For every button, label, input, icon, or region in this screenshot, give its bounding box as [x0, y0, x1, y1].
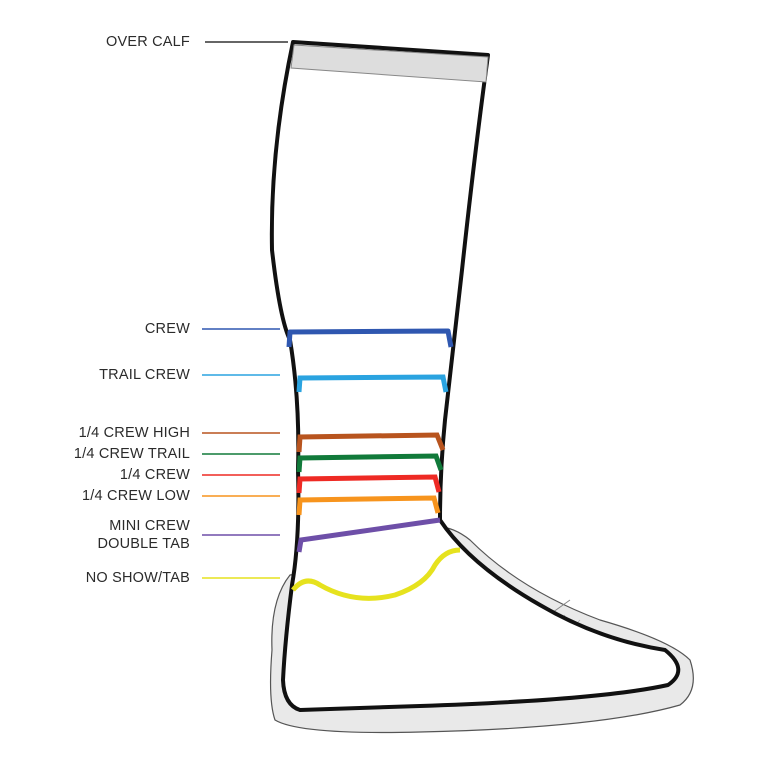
label-mini-crew-double-tab: MINI CREW DOUBLE TAB	[97, 517, 190, 553]
label-text: 1/4 CREW	[119, 467, 190, 483]
label-crew: CREW	[145, 320, 190, 338]
band-no-show	[291, 547, 461, 601]
band-quarter-crew-low	[296, 495, 441, 516]
label-text: 1/4 CREW HIGH	[78, 425, 190, 441]
label-quarter-crew: 1/4 CREW	[120, 466, 190, 484]
label-text: OVER CALF	[106, 34, 190, 50]
band-quarter-crew	[296, 474, 442, 494]
label-text: DOUBLE TAB	[97, 536, 190, 552]
band-quarter-crew-trail	[296, 453, 444, 473]
label-no-show-tab: NO SHOW/TAB	[86, 569, 190, 587]
label-over-calf: OVER CALF	[106, 33, 190, 51]
label-quarter-crew-trail: 1/4 CREW TRAIL	[74, 445, 190, 463]
label-text: NO SHOW/TAB	[85, 570, 190, 586]
label-text: 1/4 CREW LOW	[82, 488, 190, 504]
label-text: 1/4 CREW TRAIL	[73, 446, 190, 462]
band-mini-crew	[296, 517, 441, 553]
label-text: TRAIL CREW	[99, 367, 190, 383]
label-quarter-crew-high: 1/4 CREW HIGH	[79, 424, 190, 442]
label-text: CREW	[144, 321, 190, 337]
label-text: MINI CREW	[109, 518, 190, 534]
band-trail-crew	[296, 374, 449, 393]
label-quarter-crew-low: 1/4 CREW LOW	[82, 487, 190, 505]
band-crew	[286, 328, 454, 348]
band-quarter-crew-high	[296, 432, 446, 453]
sock-cuff	[290, 44, 489, 83]
label-trail-crew: TRAIL CREW	[99, 366, 190, 384]
